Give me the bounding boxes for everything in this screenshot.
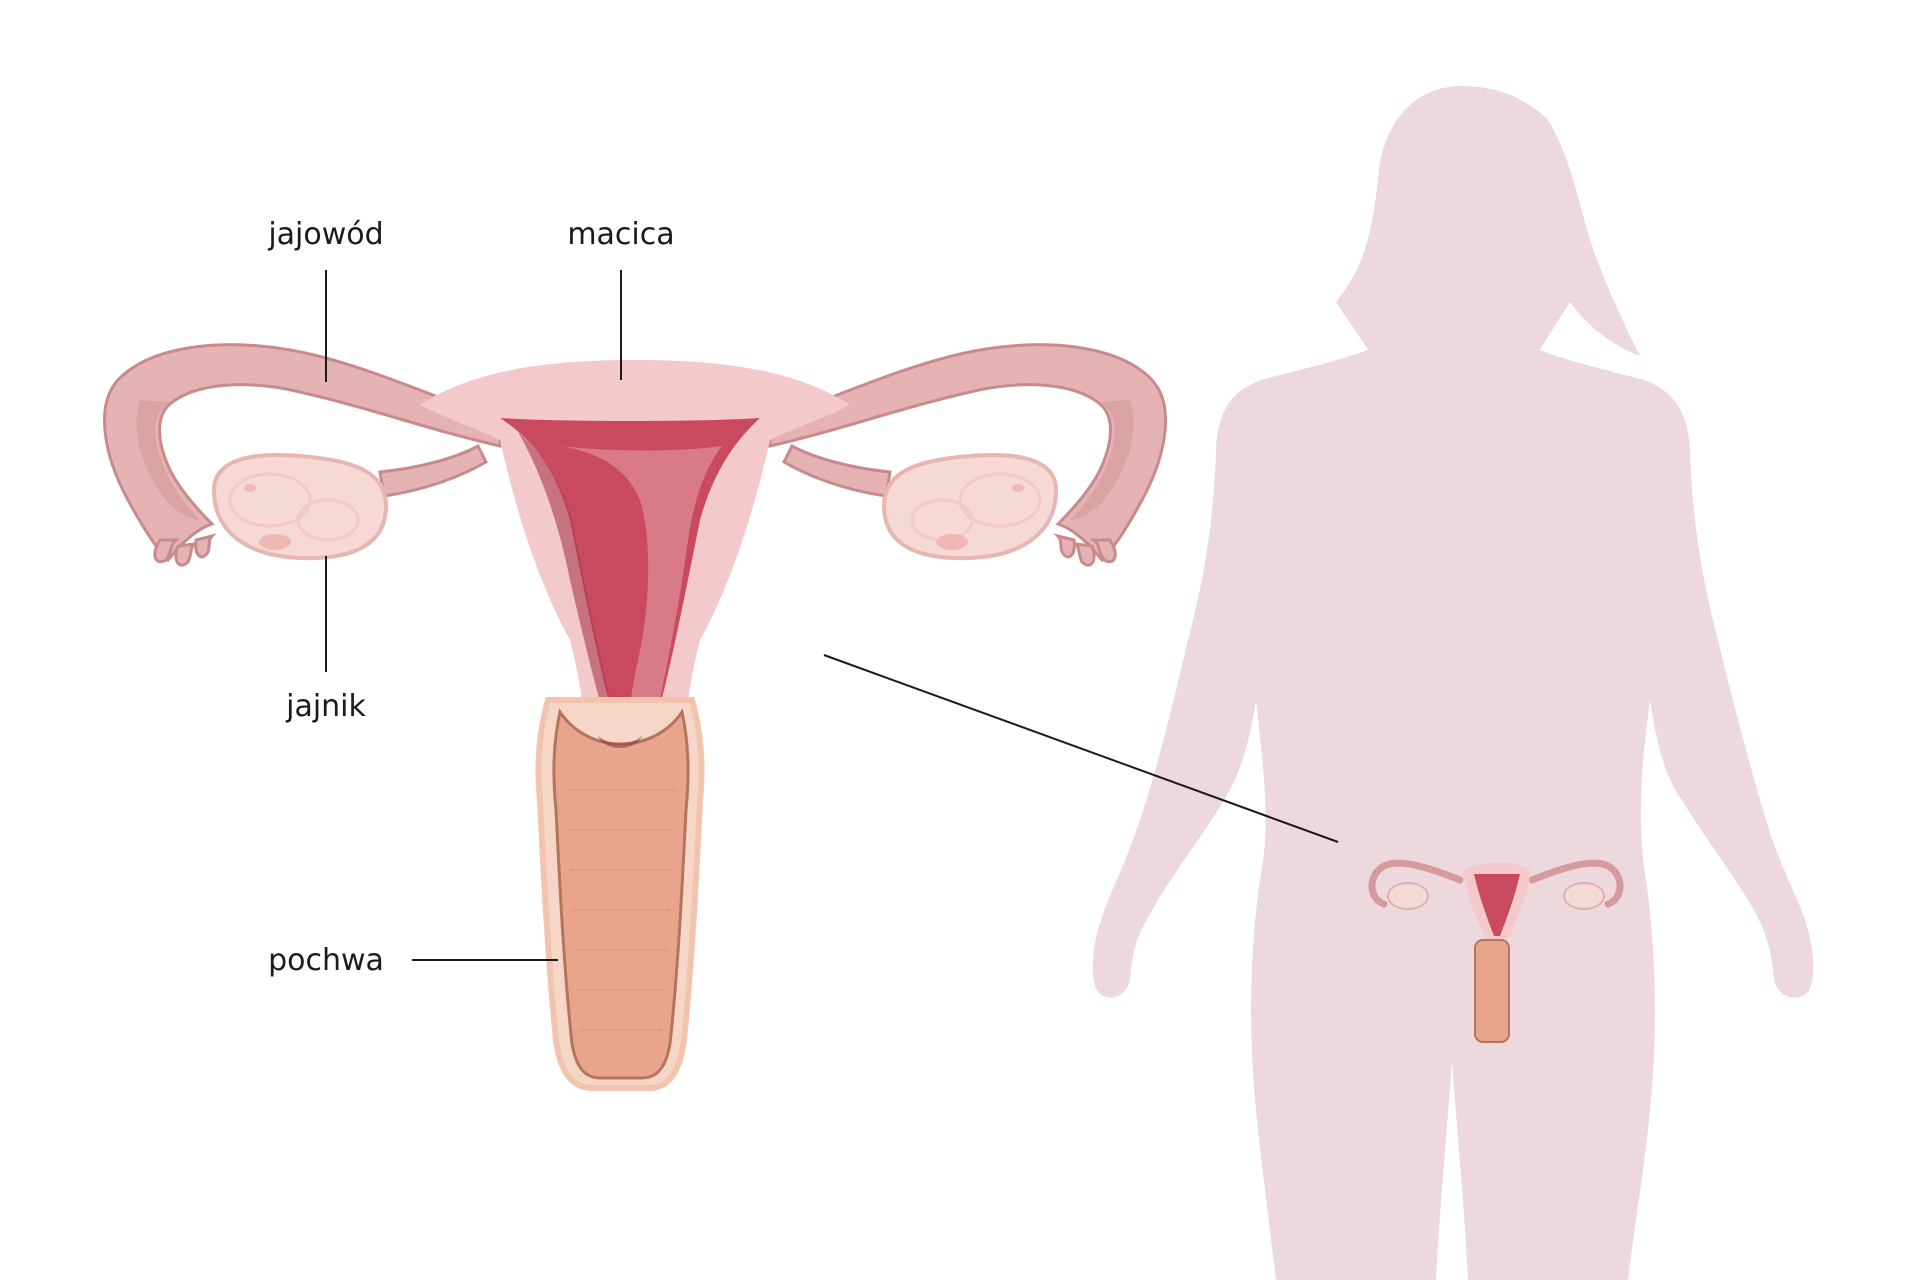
label-uterus: macica [567,217,674,252]
small-right-ovary [1563,882,1605,910]
label-vagina: pochwa [268,943,384,978]
silhouette-body [1092,86,1814,1280]
right-fallopian-tube [768,343,1167,563]
right-fallopian-tube-lumen [1070,400,1134,520]
label-fallopian-tube: jajowód [267,217,383,252]
small-right-tube [1528,859,1624,908]
small-left-tube [1368,859,1464,908]
female-silhouette [1092,86,1814,1280]
vagina-texture [566,789,676,1031]
vagina [552,708,690,1080]
left-ovarian-ligament [378,443,488,498]
right-ovarian-ligament [782,443,892,498]
left-fallopian-tube-lumen [136,400,200,520]
left-ovary [211,453,389,561]
connector-line [823,654,1339,843]
cervix [598,736,642,748]
uterus-cavity-shadow [518,432,622,740]
right-ovary [881,453,1059,561]
right-fimbriae [1053,533,1117,567]
uterus-cavity-inner-wall [560,446,722,740]
small-vagina [1474,939,1510,1043]
small-left-ovary [1387,882,1429,910]
left-fimbriae [153,533,217,567]
small-reproductive-organ [1368,859,1624,1043]
main-reproductive-organ [103,343,1167,1091]
label-ovary: jajnik [285,689,366,724]
left-fallopian-tube [103,343,502,563]
small-uterus-cavity [1474,874,1520,936]
